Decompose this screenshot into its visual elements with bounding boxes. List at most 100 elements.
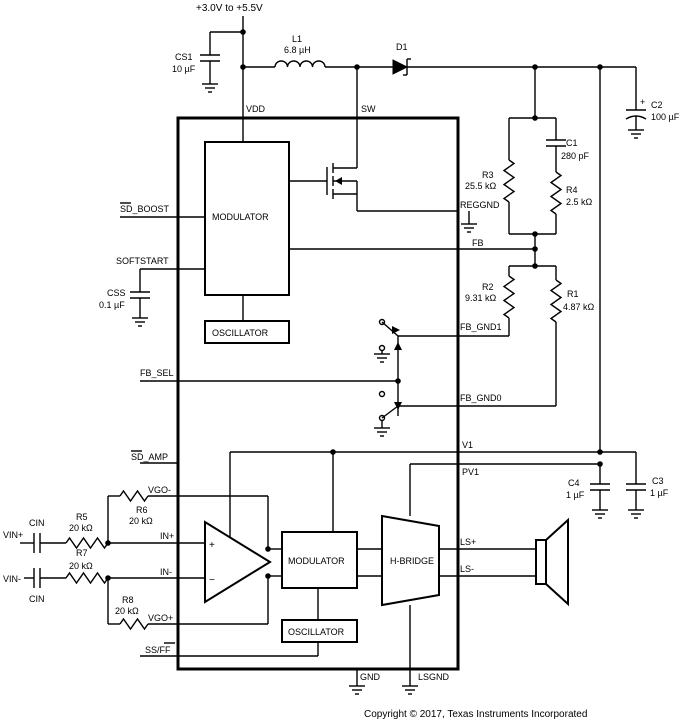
- cin-top-name: CIN: [29, 518, 45, 528]
- resistor-r6: [119, 489, 149, 503]
- c3-name: C3: [652, 476, 664, 486]
- c3-value: 1 µF: [650, 488, 669, 498]
- r1-name: R1: [567, 289, 579, 299]
- pin-ls-minus: LS-: [460, 564, 474, 574]
- capacitor-cin-bottom: [33, 568, 41, 588]
- pin-sd-amp: SD_AMP: [131, 452, 168, 462]
- copyright-text: Copyright © 2017, Texas Instruments Inco…: [364, 709, 587, 720]
- pin-reggnd: REGGND: [460, 200, 500, 210]
- modulator-block-bottom: [281, 531, 358, 589]
- switch-contact-2: [378, 344, 386, 352]
- cin-bottom-name: CIN: [29, 594, 45, 604]
- h-bridge-label: H-BRIDGE: [390, 556, 434, 566]
- c4-name: C4: [568, 478, 580, 488]
- css-value: 0.1 µF: [99, 300, 125, 310]
- pin-fb-gnd1: FB_GND1: [460, 322, 502, 332]
- pin-fb-sel: FB_SEL: [140, 368, 174, 378]
- r4-value: 2.5 kΩ: [566, 197, 593, 207]
- ground-switch-2: [374, 420, 390, 437]
- ground-switch-1: [374, 350, 390, 363]
- resistor-r4: [549, 171, 563, 215]
- ic-package: [176, 116, 460, 671]
- l1-value: 6.8 µH: [284, 45, 311, 55]
- r1-value: 4.87 kΩ: [563, 302, 595, 312]
- ground-lsgnd: [402, 685, 418, 695]
- capacitor-c4: [590, 464, 610, 519]
- speaker-icon: [535, 517, 569, 607]
- boost-mosfet: [289, 163, 358, 199]
- capacitor-c1: [546, 118, 566, 172]
- c2-value: 100 µF: [651, 112, 680, 122]
- r7-name: R7: [76, 548, 88, 558]
- supply-label: +3.0V to +5.5V: [196, 3, 263, 14]
- capacitor-c2: [625, 67, 647, 139]
- switch-contact-3: [378, 390, 386, 398]
- r4-name: R4: [566, 185, 578, 195]
- resistor-r1: [549, 279, 563, 323]
- pin-sw: SW: [361, 104, 376, 114]
- oscillator-bottom-label: OSCILLATOR: [288, 627, 345, 637]
- resistor-r5: [65, 536, 109, 550]
- c1-value: 280 pF: [561, 151, 590, 161]
- r3-value: 25.5 kΩ: [465, 181, 497, 191]
- pin-fb: FB: [472, 238, 484, 248]
- pin-vgo-minus: VGO-: [148, 485, 171, 495]
- opamp-minus: −: [209, 575, 215, 586]
- modulator-block-top: [204, 141, 290, 296]
- pin-in-plus: IN+: [160, 531, 174, 541]
- pin-vgo-plus: VGO+: [148, 613, 173, 623]
- c4-value: 1 µF: [566, 490, 585, 500]
- r5-value: 20 kΩ: [69, 523, 93, 533]
- r6-name: R6: [136, 505, 148, 515]
- resistor-r8: [119, 617, 149, 631]
- r5-name: R5: [76, 512, 88, 522]
- ground-gnd: [349, 685, 365, 695]
- pin-pv1: PV1: [462, 467, 479, 477]
- vin-plus-label: VIN+: [3, 530, 23, 540]
- oscillator-top-label: OSCILLATOR: [212, 328, 269, 338]
- oscillator-block-bottom: [281, 619, 358, 643]
- d1-name: D1: [396, 42, 408, 52]
- r7-value: 20 kΩ: [69, 561, 93, 571]
- c2-name: C2: [651, 100, 663, 110]
- capacitor-css: [130, 269, 150, 327]
- vin-minus-label: VIN-: [3, 574, 21, 584]
- pin-ls-plus: LS+: [460, 537, 476, 547]
- capacitor-cin-top: [33, 533, 41, 553]
- diode-d1: [392, 58, 411, 76]
- oscillator-block-top: [204, 320, 290, 344]
- resistor-r7: [65, 571, 109, 585]
- r3-name: R3: [482, 170, 494, 180]
- r2-name: R2: [482, 282, 494, 292]
- pin-lsgnd: LSGND: [418, 672, 450, 682]
- l1-name: L1: [292, 34, 302, 44]
- resistor-r3: [502, 159, 516, 203]
- capacitor-cs1: [200, 31, 243, 93]
- pin-fb-gnd0: FB_GND0: [460, 393, 502, 403]
- modulator-bottom-label: MODULATOR: [288, 556, 345, 566]
- capacitor-c3: [626, 452, 646, 519]
- h-bridge-block: [381, 514, 440, 607]
- resistor-r2: [502, 275, 516, 319]
- r6-value: 20 kΩ: [129, 516, 153, 526]
- op-amp: + −: [204, 520, 272, 604]
- cs1-value: 10 µF: [172, 64, 196, 74]
- c1-name: C1: [566, 138, 578, 148]
- inductor-l1: [274, 60, 326, 68]
- pin-in-minus: IN-: [160, 567, 172, 577]
- pin-gnd: GND: [360, 672, 381, 682]
- r2-value: 9.31 kΩ: [465, 293, 497, 303]
- c2-polarity: +: [640, 97, 645, 107]
- r8-value: 20 kΩ: [115, 606, 139, 616]
- pin-ss-ff: SS/FF: [145, 645, 171, 655]
- modulator-top-label: MODULATOR: [212, 212, 269, 222]
- pin-vdd: VDD: [246, 104, 266, 114]
- cs1-name: CS1: [175, 52, 193, 62]
- pin-sd-boost: SD_BOOST: [120, 204, 170, 214]
- pin-softstart: SOFTSTART: [116, 256, 169, 266]
- opamp-plus: +: [209, 540, 215, 551]
- pin-v1: V1: [462, 440, 473, 450]
- ground-reggnd: [461, 211, 477, 233]
- css-name: CSS: [107, 288, 126, 298]
